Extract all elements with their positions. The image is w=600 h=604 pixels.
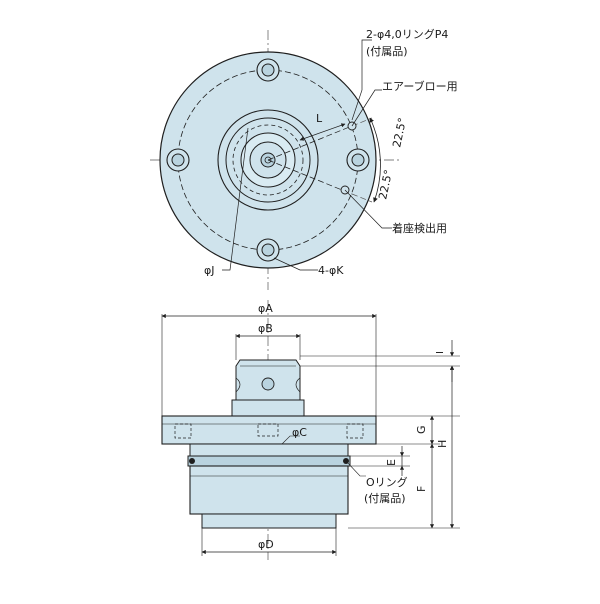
pull-stud-groove-right xyxy=(295,377,301,393)
side-flange xyxy=(161,415,377,445)
bottom-lip xyxy=(201,513,337,529)
four-phi-k-label: 4-φK xyxy=(318,264,344,277)
phi-b-label: φB xyxy=(258,322,273,335)
pull-stud-groove-left xyxy=(235,377,241,393)
four-phi-k-leader xyxy=(273,257,318,271)
phi-j-leader xyxy=(222,127,249,271)
air-blow-label: エアーブロー用 xyxy=(382,79,458,93)
body-upper xyxy=(189,443,349,457)
dim-g-label: G xyxy=(415,425,428,434)
dim-e-label: E xyxy=(385,459,398,466)
top-hub-hidden xyxy=(232,124,304,196)
angle-a-label: 22.5° xyxy=(390,117,409,149)
dim-i-label: I xyxy=(435,351,446,354)
bolt-hole-right xyxy=(346,148,370,172)
angle-arc xyxy=(369,117,381,203)
dim-l-line xyxy=(299,123,346,141)
o-ring-label: Oリング xyxy=(366,475,408,489)
phi-j-label: φJ xyxy=(204,264,215,277)
phi-d-label: φD xyxy=(258,538,274,551)
bolt-hole-top xyxy=(256,58,280,82)
ring-p4-leader xyxy=(351,39,372,121)
bolt-hole-bottom xyxy=(256,238,280,262)
phi-c-leader xyxy=(281,435,300,445)
seat-port-axis xyxy=(351,193,373,203)
top-center-hole xyxy=(264,156,272,164)
body-spigot xyxy=(189,465,349,515)
seat-detect-leader xyxy=(344,189,392,229)
dim-f-label: F xyxy=(415,486,428,492)
pull-stud-cross-hole xyxy=(261,377,275,391)
hub-neck xyxy=(231,399,305,417)
o-ring-left xyxy=(189,458,195,464)
phi-a-label: φA xyxy=(258,302,273,315)
ring-p4-label: 2-φ4,0リングP4 xyxy=(366,27,448,41)
air-blow-leader xyxy=(351,89,382,127)
accessory-1-label: (付属品) xyxy=(366,45,408,58)
angle-b-label: 22.5° xyxy=(376,169,395,201)
seat-port-line xyxy=(267,159,353,195)
accessory-2-label: (付属品) xyxy=(364,492,406,505)
top-view: L 22.5° 22.5° 2-φ4,0リングP4 (付属品) エアーブロー用 … xyxy=(150,27,458,290)
o-ring-leader xyxy=(345,460,366,477)
dim-h-label: H xyxy=(436,440,449,448)
o-ring-groove xyxy=(187,455,351,467)
seat-detect-label: 着座検出用 xyxy=(392,221,447,235)
bolt-hole-left xyxy=(166,148,190,172)
dim-l-label: L xyxy=(316,112,323,125)
phi-c-label: φC xyxy=(292,426,307,439)
side-view: φA φB φC φD I G H E F Oリング (付属品) xyxy=(161,300,460,560)
flange-counterbores xyxy=(174,423,364,439)
